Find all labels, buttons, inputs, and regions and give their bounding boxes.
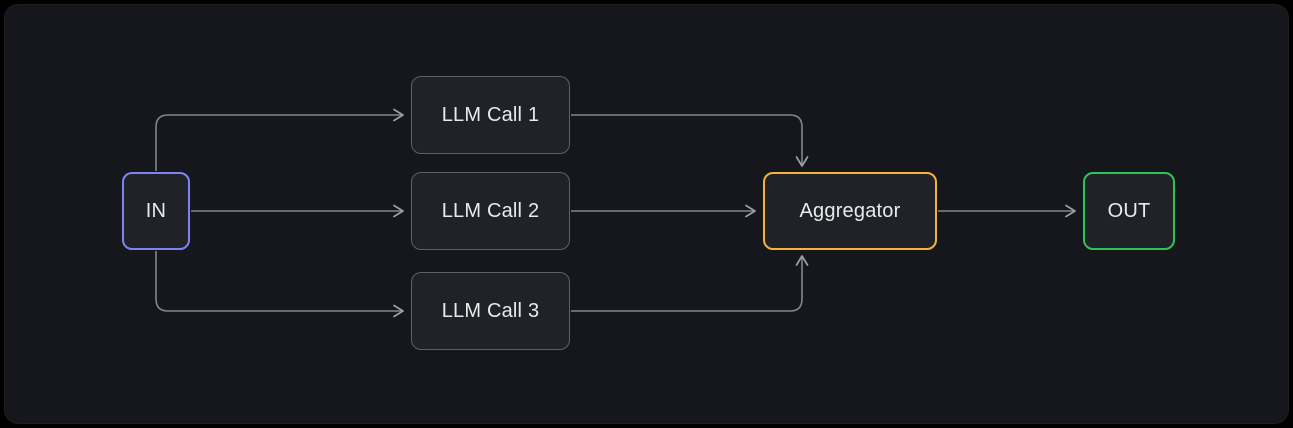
node-out-label: OUT <box>1107 199 1151 222</box>
node-llm-call-1-label: LLM Call 1 <box>441 103 540 126</box>
node-out: OUT <box>1083 172 1175 250</box>
node-aggregator-label: Aggregator <box>799 199 901 222</box>
node-llm-call-3: LLM Call 3 <box>411 272 570 350</box>
node-llm-call-2-label: LLM Call 2 <box>441 199 540 222</box>
node-aggregator: Aggregator <box>763 172 937 250</box>
node-llm-call-2: LLM Call 2 <box>411 172 570 250</box>
node-llm-call-1: LLM Call 1 <box>411 76 570 154</box>
node-in: IN <box>122 172 190 250</box>
node-in-label: IN <box>145 199 167 222</box>
node-llm-call-3-label: LLM Call 3 <box>441 299 540 322</box>
